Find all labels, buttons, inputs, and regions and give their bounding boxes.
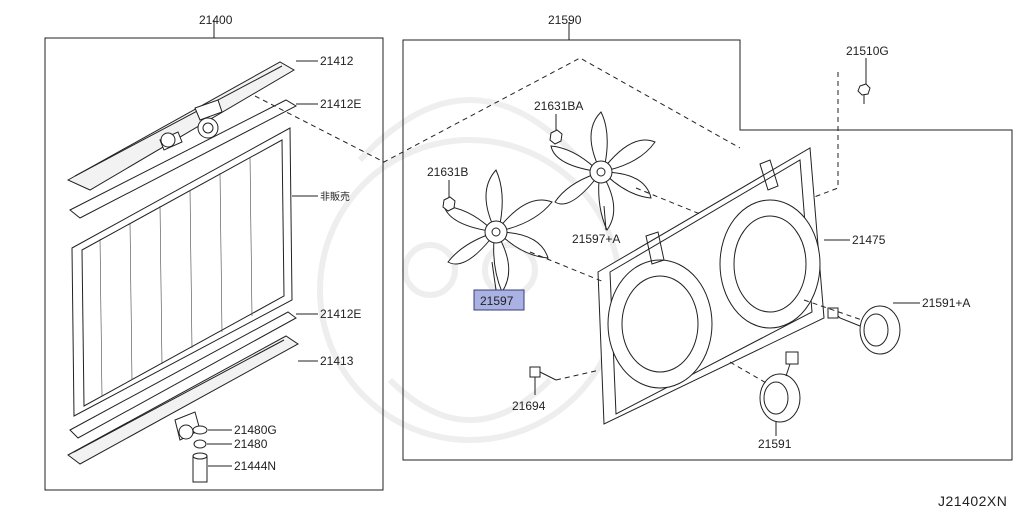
upper-seal[interactable] [69,99,298,219]
drain-cock[interactable] [192,425,208,483]
fan-assembly-group: 21590 [402,13,1013,461]
fan-motor-21591[interactable] [759,351,801,423]
lower-tank[interactable] [67,335,299,465]
nut-21631B[interactable] [442,196,456,212]
fan-blade-21597[interactable] [443,169,553,294]
highlight-box-21597[interactable] [473,289,525,311]
callout-21631B: 21631B [427,165,468,179]
upper-tank[interactable] [66,61,295,191]
callout-21591A: 21591+A [922,296,970,310]
screw-21694[interactable] [529,366,557,381]
nut-21631BA[interactable] [549,129,563,145]
callout-21597: 21597 [480,294,514,308]
radiator-group: 21400 21412 21412E [44,13,384,491]
group-label-radiator: 21400 [199,13,233,27]
callout-21694: 21694 [512,399,546,413]
fan-blade-21597A[interactable] [550,111,656,231]
callout-21444N: 21444N [234,459,276,473]
callout-21412E-bottom: 21412E [320,307,361,321]
fan-shroud[interactable] [597,147,825,425]
callout-21412E-top: 21412E [320,97,361,111]
diagram-code: J21402XN [938,493,1007,509]
callout-21631BA: 21631BA [534,99,583,113]
fan-motor-21591A[interactable] [827,305,901,355]
callout-21480G: 21480G [234,423,277,437]
callout-21597A: 21597+A [572,232,620,246]
connector-dashed [254,57,741,163]
radiator-core[interactable] [71,127,293,417]
callout-21591: 21591 [758,437,792,451]
callout-21412: 21412 [320,54,354,68]
bolt-21510G[interactable] [857,83,871,104]
fan-group-frame [402,39,1013,461]
callout-21475: 21475 [852,233,886,247]
callout-21413: 21413 [320,354,354,368]
group-label-fan-assembly: 21590 [548,13,582,27]
callout-21480: 21480 [234,437,268,451]
label-not-for-sale: 非販売 [320,190,350,203]
lower-seal[interactable] [69,311,297,439]
callout-21510G: 21510G [846,44,889,58]
